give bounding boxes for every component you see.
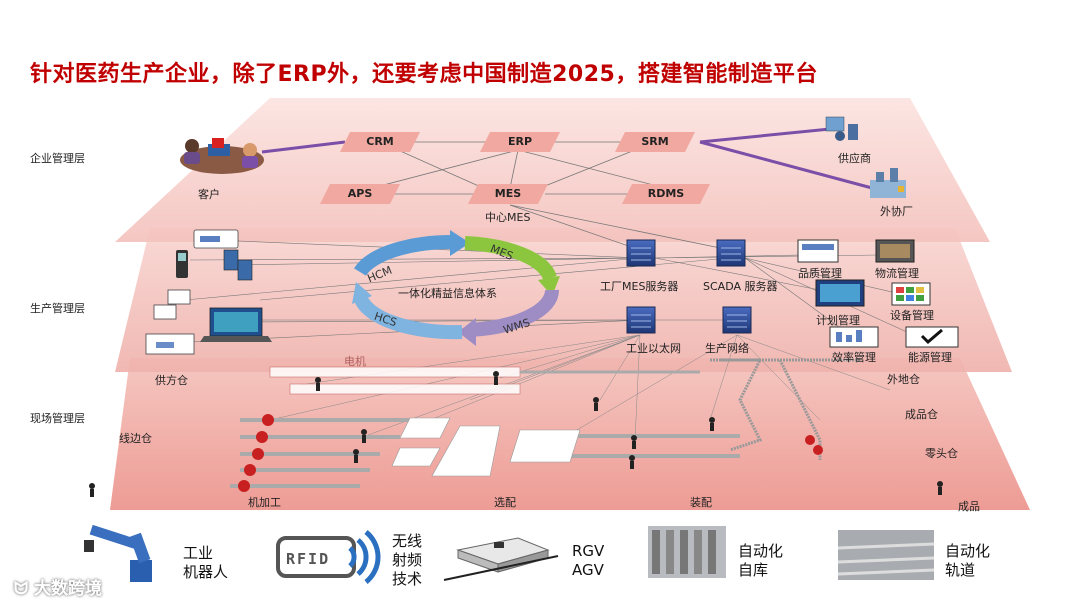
sorting-label: 选配 [494, 496, 516, 509]
assembly-label: 装配 [690, 496, 712, 509]
robot-arms [238, 414, 823, 492]
motor-label: 电机 [344, 355, 366, 368]
factory-mes-server-label: 工厂MES服务器 [600, 280, 679, 293]
legend-track-line1: 自动化 [945, 542, 991, 560]
legend-rgv-line2: AGV [572, 561, 604, 579]
auto-storage-icon [648, 526, 726, 578]
planning-management-icon [815, 279, 865, 307]
outsourcing-icon [870, 168, 906, 198]
legend-storage-line2: 自库 [738, 561, 769, 579]
planning-management-label: 计划管理 [816, 314, 860, 327]
finished-warehouse-label: 成品仓 [905, 408, 938, 421]
watermark-icon: ᗢ [14, 579, 35, 599]
scada-server-icon [716, 239, 746, 267]
aps-label: APS [347, 187, 373, 200]
production-network-icon [722, 306, 752, 334]
quality-management-label: 品质管理 [798, 267, 842, 280]
mes-box[interactable] [468, 184, 548, 204]
efficiency-management-icon [829, 326, 879, 348]
lean-info-cycle [352, 230, 560, 346]
legend-rgv-line1: RGV [572, 542, 605, 560]
aps-box[interactable] [320, 184, 400, 204]
worker-figures [89, 371, 943, 497]
tablet-device-icon [193, 229, 239, 249]
equipment-management-label: 设备管理 [890, 309, 934, 322]
erp-box[interactable] [480, 132, 560, 152]
monitor-bottom-icon [145, 333, 195, 355]
agv-icon [443, 537, 559, 581]
energy-management-label: 能源管理 [908, 351, 952, 364]
central-mes-label: 中心MES [485, 211, 531, 224]
mes-label: MES [494, 187, 522, 200]
remnant-warehouse-label: 零头仓 [925, 447, 958, 460]
monitor-small-icon [153, 289, 191, 320]
watermark-logo: ᗢ 大数跨境 [14, 574, 102, 599]
rfid-tag-text: RFID [286, 550, 331, 568]
field-layer-label: 现场管理层 [30, 412, 85, 425]
scada-server-label: SCADA 服务器 [703, 280, 778, 293]
external-links [261, 126, 873, 190]
auto-track-icon [837, 530, 935, 580]
production-network-label: 生产网络 [705, 342, 749, 355]
equipment-management-icon [891, 282, 931, 306]
external-warehouse-label: 外地仓 [887, 373, 920, 386]
legend-rfid-line2: 射频 [392, 551, 423, 569]
watermark-text: 大数跨境 [34, 579, 103, 599]
logistics-management-icon [875, 239, 915, 263]
factory-mes-server-icon [626, 239, 656, 267]
erp-label: ERP [507, 135, 533, 148]
rdms-label: RDMS [647, 187, 685, 200]
logistics-management-label: 物流管理 [875, 267, 919, 280]
legend-track-line2: 轨道 [945, 561, 976, 579]
enterprise-layer-label: 企业管理层 [30, 152, 85, 165]
handheld-scanner-icon [176, 250, 188, 278]
supply-warehouse-label: 供方仓 [155, 374, 188, 387]
production-layer [115, 228, 1012, 372]
efficiency-management-label: 效率管理 [832, 351, 876, 364]
customer-label: 客户 [198, 188, 220, 201]
legend-agv-image [438, 520, 562, 584]
srm-box[interactable] [615, 132, 695, 152]
legend-robot-line2: 机器人 [183, 563, 229, 581]
energy-management-icon [905, 326, 959, 348]
legend-track-image [837, 530, 935, 580]
srm-label: SRM [641, 135, 669, 148]
production-layer-label: 生产管理层 [30, 302, 85, 315]
phone-devices-icon [223, 249, 253, 281]
supplier-label: 供应商 [838, 152, 871, 165]
outsourcing-label: 外协厂 [880, 205, 913, 218]
crm-label: CRM [366, 135, 394, 148]
rdms-box[interactable] [622, 184, 710, 204]
quality-management-icon [797, 239, 839, 263]
machining-label: 机加工 [248, 496, 281, 509]
page-title: 针对医药生产企业，除了ERP外，还要考虑中国制造2025，搭建智能制造平台 [30, 62, 818, 87]
laptop-icon [200, 307, 272, 342]
robot-icon [84, 524, 152, 582]
legend-storage-image [648, 526, 726, 578]
supplier-icon [825, 116, 858, 141]
rfid-icon [276, 530, 381, 584]
legend-robot-image [70, 520, 170, 584]
legend-rfid-image: RFID [272, 520, 382, 584]
cycle-center-label: 一体化精益信息体系 [398, 287, 497, 300]
finished-goods-label: 成品 [958, 500, 980, 513]
legend-rfid-line1: 无线 [392, 532, 423, 550]
customer-icon [180, 138, 264, 174]
industrial-ethernet-icon [626, 306, 656, 334]
line-warehouse-label: 线边仓 [119, 432, 152, 445]
legend-robot-line1: 工业 [183, 544, 214, 562]
legend-rfid-line3: 技术 [392, 570, 423, 588]
industrial-ethernet-label: 工业以太网 [626, 342, 681, 355]
legend-storage-line1: 自动化 [738, 542, 784, 560]
crm-box[interactable] [340, 132, 420, 152]
sorting-racks [391, 417, 581, 477]
